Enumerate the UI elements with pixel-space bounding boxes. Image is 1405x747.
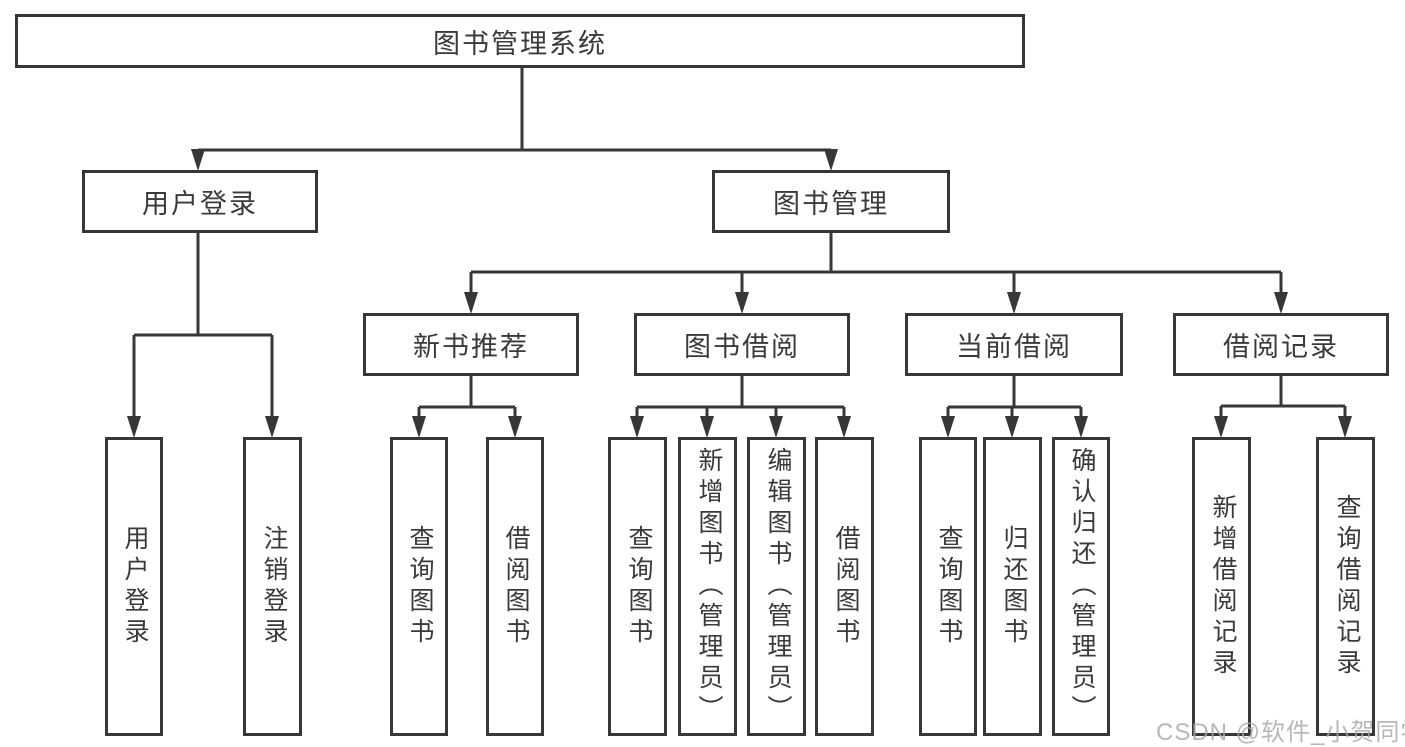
leaf-query-books-recommend: 查询图书 — [390, 437, 448, 736]
node-current-borrow: 当前借阅 — [905, 313, 1123, 376]
leaf-user-login: 用户登录 — [105, 437, 163, 736]
connector-shafts — [132, 68, 1347, 422]
leaf-query-borrow-record: 查询借阅记录 — [1316, 437, 1375, 736]
node-user-login: 用户登录 — [82, 170, 318, 233]
arrowhead-icons — [127, 149, 1352, 438]
node-new-book-recommend: 新书推荐 — [363, 313, 579, 376]
leaf-borrow-books: 借阅图书 — [815, 437, 874, 736]
leaf-query-books-current: 查询图书 — [919, 437, 977, 736]
node-root-system: 图书管理系统 — [15, 14, 1025, 68]
leaf-add-borrow-record: 新增借阅记录 — [1192, 437, 1251, 736]
node-book-borrow: 图书借阅 — [634, 313, 850, 376]
leaf-confirm-return-admin: 确认归还（管理员） — [1052, 437, 1110, 736]
leaf-borrow-books-recommend: 借阅图书 — [486, 437, 544, 736]
leaf-query-books-borrow: 查询图书 — [608, 437, 667, 736]
watermark: CSDN @软件_小贺同学 — [1156, 719, 1405, 746]
leaf-return-books: 归还图书 — [983, 437, 1042, 736]
node-book-management: 图书管理 — [712, 170, 950, 233]
node-borrow-records: 借阅记录 — [1173, 313, 1389, 376]
leaf-edit-books-admin: 编辑图书（管理员） — [747, 437, 806, 736]
leaf-add-books-admin: 新增图书（管理员） — [678, 437, 737, 736]
leaf-logout: 注销登录 — [243, 437, 302, 736]
